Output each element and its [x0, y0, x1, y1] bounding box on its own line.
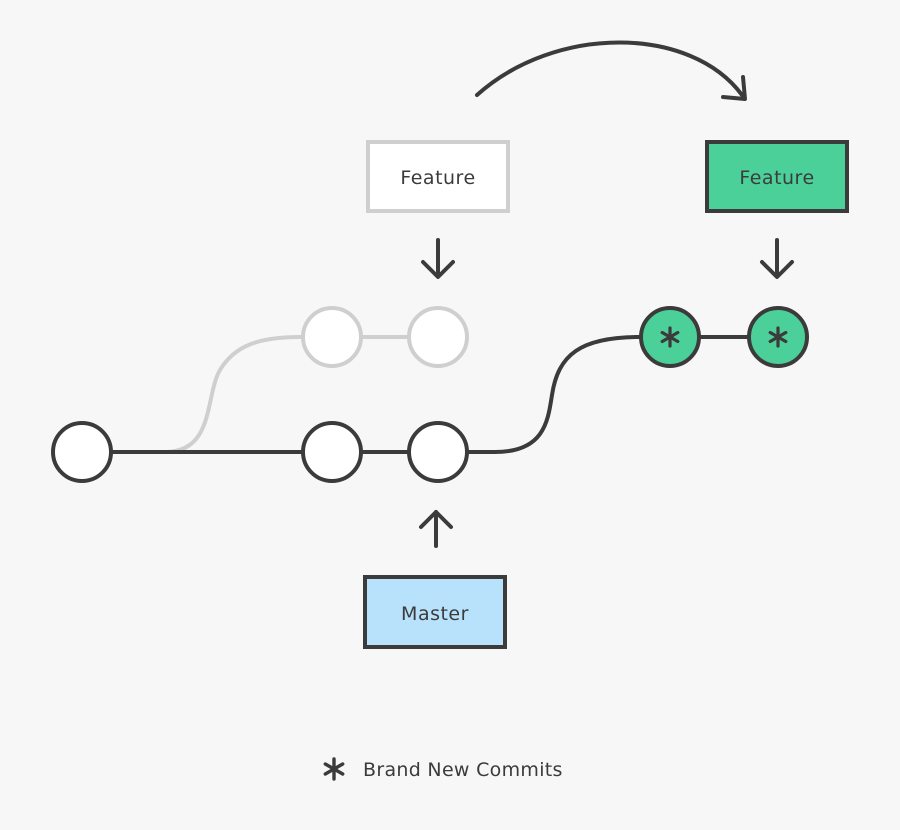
move-arrow-curve [475, 40, 744, 97]
legend-label: Brand New Commits [363, 759, 563, 781]
arrow-down-icon [760, 238, 794, 279]
move-arrow-head-icon [721, 75, 747, 101]
asterisk-icon [660, 326, 680, 348]
master-label-box [363, 575, 507, 649]
old-feature-label: Feature [400, 167, 475, 189]
arrow-down-icon [421, 238, 455, 279]
old-feature-commit [301, 306, 363, 368]
arrow-up-icon [419, 510, 453, 548]
legend-asterisk-icon [323, 757, 345, 781]
old-feature-label-box [366, 140, 510, 213]
master-commit [51, 421, 113, 483]
master-commit [301, 421, 363, 483]
old-feature-branch-line [164, 335, 410, 454]
new-feature-label: Feature [739, 167, 814, 189]
old-feature-commit [407, 306, 469, 368]
new-feature-label-box [705, 140, 849, 213]
master-commit [407, 421, 469, 483]
master-label: Master [401, 603, 469, 625]
rebased-feature-branch-line [438, 335, 778, 454]
asterisk-icon [768, 326, 788, 348]
